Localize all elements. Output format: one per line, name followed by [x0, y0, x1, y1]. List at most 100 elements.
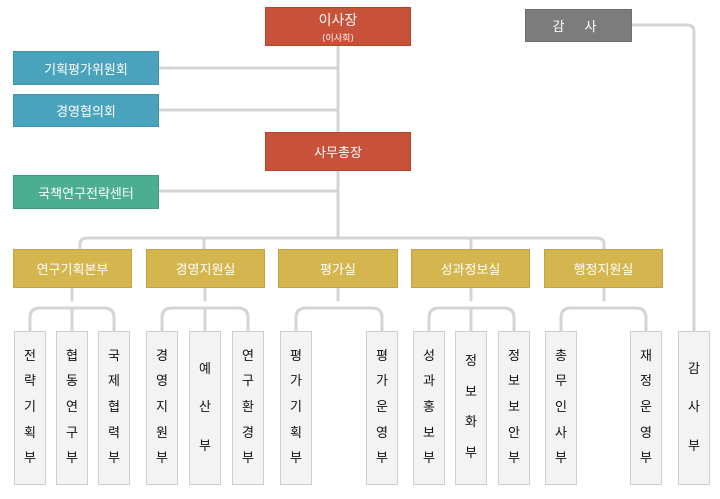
dept-label-char: 성 [423, 348, 435, 364]
dept-label-char: 부 [66, 451, 78, 467]
dept-label-char: 사 [555, 425, 567, 441]
dept-label-char: 가 [290, 374, 302, 390]
dept-label-char: 력 [108, 425, 120, 441]
dept-label-char: 부 [688, 438, 700, 454]
dept-label-char: 재 [640, 348, 652, 364]
dept-label-char: 운 [376, 399, 388, 415]
dept-label-char: 안 [508, 425, 520, 441]
dept-label-char: 협 [108, 399, 120, 415]
strategy-center-box: 국책연구전략센터 [13, 175, 159, 209]
dept-label-char: 홍 [423, 399, 435, 415]
dept-label-char: 구 [242, 374, 254, 390]
committee-planning-evaluation: 기획평가위원회 [13, 51, 159, 85]
dept-label-char: 부 [24, 451, 36, 467]
dept-label-char: 사 [688, 400, 700, 415]
dept-label-char: 평 [376, 348, 388, 364]
dept-label-char: 제 [108, 374, 120, 390]
dept-label-char: 부 [423, 451, 435, 467]
dept-label-char: 보 [508, 399, 520, 415]
dept-label-char: 감 [688, 361, 700, 377]
dept-label-char: 인 [555, 399, 567, 415]
division-administration: 행정지원실 [544, 249, 663, 288]
dept-label-char: 운 [640, 399, 652, 415]
committee-management: 경영협의회 [13, 94, 159, 127]
dept-label-char: 전 [24, 348, 36, 364]
dept-label-char: 부 [508, 451, 520, 467]
dept-label-char: 정 [465, 353, 477, 369]
dept-label-char: 부 [108, 451, 120, 467]
dept-label-char: 보 [465, 384, 477, 400]
dept-label-char: 정 [508, 348, 520, 364]
division-evaluation: 평가실 [278, 249, 398, 288]
dept-label-char: 국 [108, 348, 120, 364]
dept-label-char: 예 [199, 361, 211, 377]
dept-label-char: 화 [465, 415, 477, 431]
strategy-center-label: 국책연구전략센터 [38, 186, 134, 202]
division-label: 평가실 [320, 263, 356, 278]
dept-label-char: 부 [156, 451, 168, 467]
dept-label-char: 구 [66, 425, 78, 441]
dept-label-char: 영 [376, 425, 388, 441]
dept-label-char: 획 [290, 425, 302, 441]
dept-label-char: 획 [24, 425, 36, 441]
dept-label-char: 부 [465, 446, 477, 462]
dept-label-char: 평 [290, 348, 302, 364]
division-label: 성과정보실 [440, 263, 501, 278]
dept-label-char: 부 [555, 451, 567, 467]
dept-label-char: 기 [24, 399, 36, 415]
dept-label-char: 산 [199, 400, 211, 415]
dept-label-char: 략 [24, 374, 36, 390]
dept-label-char: 보 [508, 374, 520, 390]
dept-label-char: 부 [290, 451, 302, 467]
dept-label-char: 지 [156, 399, 168, 415]
chairman-label: 이사장 [318, 12, 358, 29]
chairman-sublabel: (이사회) [322, 33, 354, 44]
dept-label-char: 부 [640, 451, 652, 467]
dept-label-char: 환 [242, 399, 254, 415]
division-performance-info: 성과정보실 [411, 249, 530, 288]
dept-label-char: 부 [242, 451, 254, 467]
committee-label: 기획평가위원회 [44, 62, 128, 78]
division-label: 행정지원실 [573, 263, 634, 278]
secretary-general-box: 사무총장 [265, 132, 411, 171]
dept-label-char: 부 [376, 451, 388, 467]
dept-label-char: 과 [423, 374, 435, 390]
chairman-box: 이사장 (이사회) [265, 7, 411, 46]
dept-label-char: 협 [66, 348, 78, 364]
secretary-general-label: 사무총장 [314, 146, 362, 161]
dept-label-char: 부 [199, 438, 211, 454]
division-label: 경영지원실 [175, 263, 236, 278]
dept-label-char: 보 [423, 425, 435, 441]
dept-label-char: 영 [156, 374, 168, 390]
dept-label-char: 무 [555, 374, 567, 390]
division-management-support: 경영지원실 [146, 249, 265, 288]
dept-label-char: 경 [242, 425, 254, 441]
dept-label-char: 가 [376, 374, 388, 390]
auditor-box: 감 사 [525, 9, 632, 42]
dept-label-char: 총 [555, 348, 567, 364]
dept-label-char: 원 [156, 425, 168, 441]
auditor-label: 감 사 [552, 20, 605, 35]
dept-label-char: 연 [66, 399, 78, 415]
dept-label-char: 기 [290, 399, 302, 415]
committee-label: 경영협의회 [56, 105, 116, 120]
dept-label-char: 동 [66, 374, 78, 390]
division-research-planning: 연구기획본부 [13, 249, 132, 288]
dept-label-char: 연 [242, 348, 254, 364]
dept-label-char: 정 [640, 374, 652, 390]
dept-label-char: 경 [156, 348, 168, 364]
